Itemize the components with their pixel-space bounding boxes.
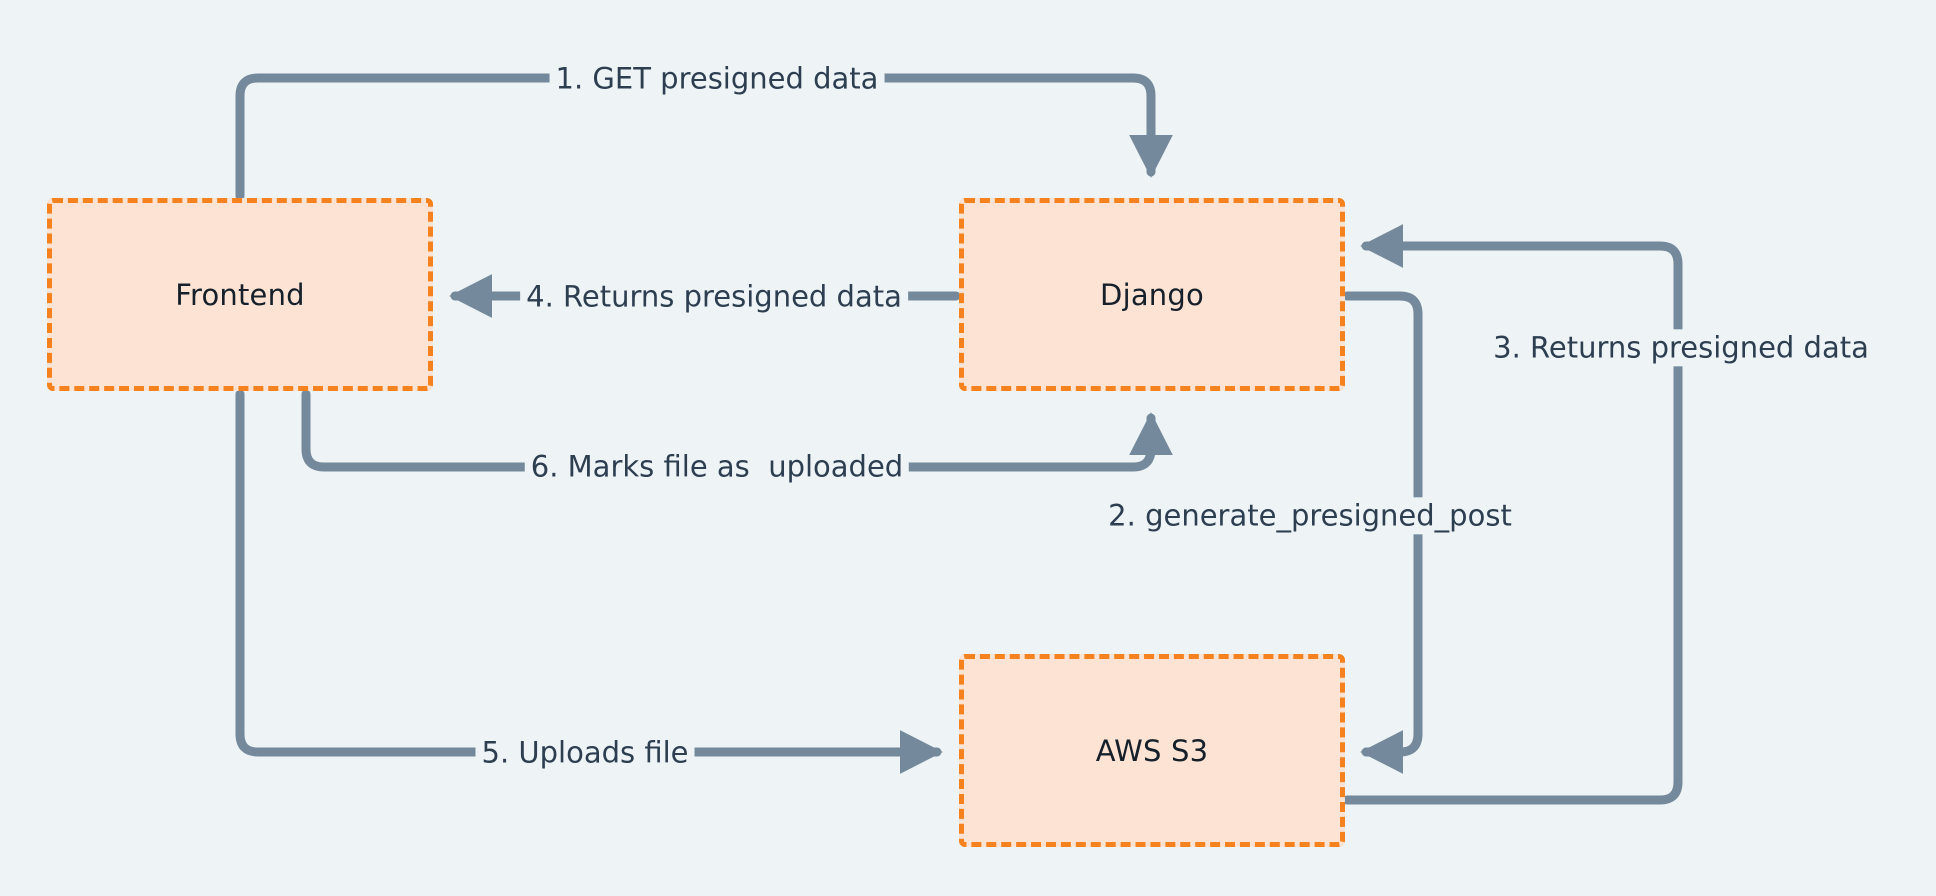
node-django-label: Django [1100, 277, 1204, 312]
edge-label-5-uploads-file: 5. Uploads file [475, 734, 695, 772]
edge-label-4-returns-presigned-data: 4. Returns presigned data [520, 278, 908, 316]
node-django[interactable]: Django [959, 198, 1345, 391]
edge-label-3-returns-presigned-data: 3. Returns presigned data [1487, 329, 1875, 367]
edge-label-6-marks-file-as-uploaded: 6. Marks file as uploaded [524, 448, 910, 486]
edge-path-5-uploads-file [235, 389, 943, 774]
node-aws-s3-label: AWS S3 [1095, 733, 1209, 768]
node-frontend-label: Frontend [175, 277, 305, 312]
edge-label-1-get-presigned-data: 1. GET presigned data [549, 60, 885, 98]
edge-label-2-generate-presigned-post: 2. generate_presigned_post [1102, 497, 1518, 535]
edge-path-3-returns-presigned-data [1342, 224, 1683, 805]
node-frontend[interactable]: Frontend [47, 198, 433, 391]
node-aws-s3[interactable]: AWS S3 [959, 654, 1345, 847]
